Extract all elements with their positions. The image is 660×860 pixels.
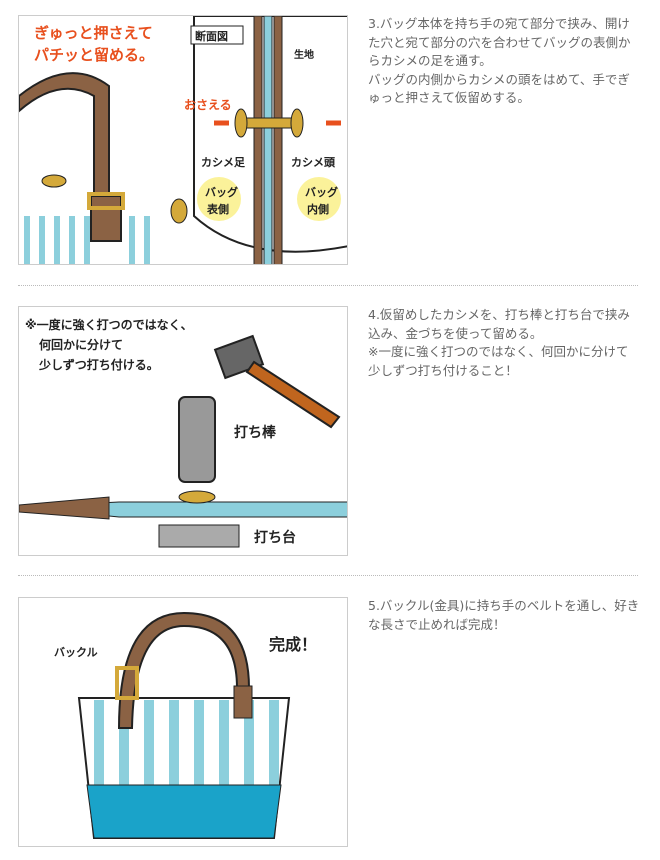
head-label: カシメ頭 [291,156,336,169]
note-line2: 何回かに分けて [39,337,123,352]
step-4-illustration: ※一度に強く打つのではなく、 何回かに分けて 少しずつ打ち付ける。 打ち棒 打ち… [18,306,348,556]
outer-label-2: 表側 [206,202,229,216]
callout-line1: ぎゅっと押さえて [34,24,153,42]
step-3-description: 3.バッグ本体を持ち手の宛て部分で挟み、開けた穴と宛て部分の穴を合わせてバッグの… [368,15,640,108]
section-label: 断面図 [195,29,228,43]
step-4-description: 4.仮留めしたカシメを、打ち棒と打ち台で挟み込み、金づちを使って留める。 ※一度… [368,306,640,380]
outer-label-1: バッグ [205,185,238,199]
buckle-label: バックル [54,646,98,659]
inner-label-2: 内側 [307,202,329,216]
divider [18,575,638,576]
note-line3: 少しずつ打ち付ける。 [38,357,159,372]
step-5-text-1: 5.バックル(金具)に持ち手のベルトを通し、好きな長さで止めれば完成！ [368,598,640,632]
step-4-text-1: 4.仮留めしたカシメを、打ち棒と打ち台で挟み込み、金づちを使って留める。 [368,307,630,341]
fabric-label: 生地 [294,48,314,61]
step-5-description: 5.バックル(金具)に持ち手のベルトを通し、好きな長さで止めれば完成！ [368,597,640,634]
inner-label-1: バッグ [305,185,338,199]
callout-line2: パチッと留める。 [34,46,154,64]
step-3-illustration: ぎゅっと押さえて パチッと留める。 断面図 生地 おさえる カシメ足 カシメ頭 … [18,15,348,265]
note-line1: ※一度に強く打つのではなく、 [25,317,193,332]
step-5-illustration: バックル 完成！ [18,597,348,847]
done-label: 完成！ [269,635,317,654]
step-3-text-2: バッグの内側からカシメの頭をはめて、手でぎゅっと押さえて仮留めする。 [368,71,630,106]
step-3-text-1: 3.バッグ本体を持ち手の宛て部分で挟み、開けた穴と宛て部分の穴を合わせてバッグの… [368,16,631,68]
foot-label: カシメ足 [201,156,246,169]
rod-label: 打ち棒 [234,424,277,441]
step-4-text-2: ※一度に強く打つのではなく、何回かに分けて少しずつ打ち付けること！ [368,344,629,378]
divider [18,285,638,286]
press-label: おさえる [184,98,232,112]
base-label: 打ち台 [254,529,296,546]
